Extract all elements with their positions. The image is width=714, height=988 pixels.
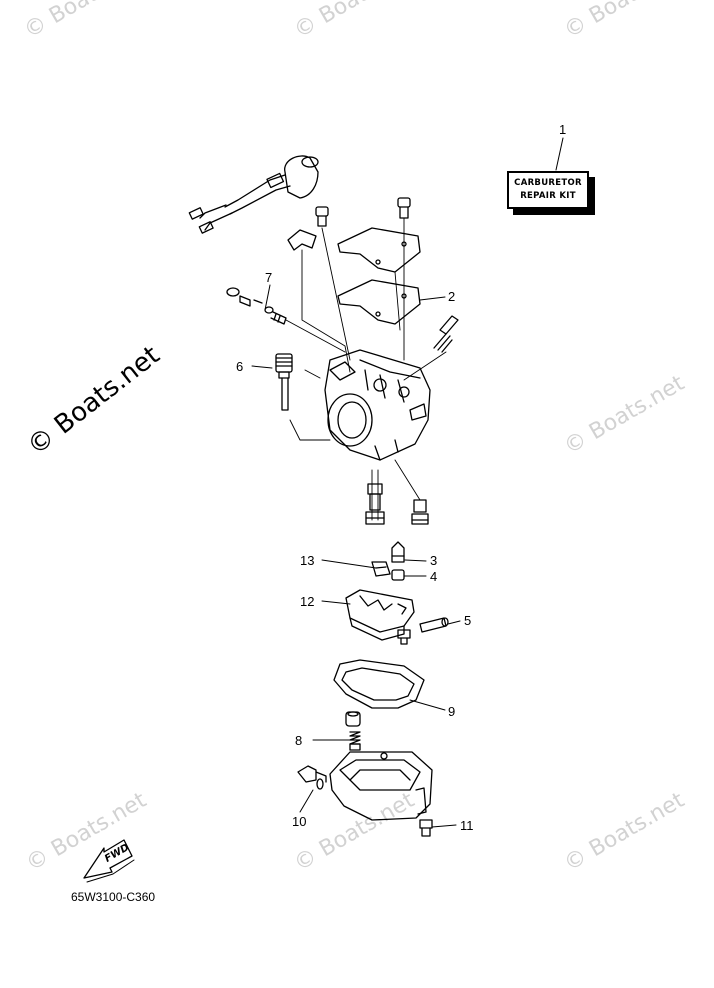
callout-5: 5 [464,613,472,628]
clip-icon [287,229,317,251]
float-icon [345,589,415,641]
fwd-arrow-icon [83,839,135,883]
kit-line-1: CARBURETOR [514,178,582,188]
needle-valve-icon [391,541,405,581]
fuel-connector-icon [188,155,319,234]
callout-1: 1 [559,122,567,137]
spring-icon [433,315,459,353]
callout-8: 8 [295,733,303,748]
carburetor-body-icon [324,349,431,461]
callout-11: 11 [460,818,474,833]
small-screw-icon [397,629,411,645]
float-gasket-icon [333,659,425,709]
nozzle-icon [365,459,429,525]
callout-9: 9 [448,704,456,719]
float-pin-icon [419,617,449,633]
collar-icon [345,711,361,727]
callout-3: 3 [430,553,438,568]
pilot-screw-icon [226,287,287,325]
callout-4: 4 [430,569,438,584]
leader-lines [251,137,564,828]
diagram-code: 65W3100-C360 [71,890,156,904]
jet-icon [275,353,293,411]
callout-13: 13 [300,553,315,568]
callout-12: 12 [300,594,315,609]
callout-6: 6 [236,359,244,374]
float-chamber-icon [329,751,433,821]
callout-10: 10 [292,814,307,829]
screw-icon [315,197,411,227]
gasket-icon [337,227,421,325]
kit-line-2: REPAIR KIT [520,191,576,201]
drain-spring-icon [349,731,361,751]
drain-screw-icon [297,765,327,790]
carburetor-repair-kit-tag: CARBURETOR REPAIR KIT [507,171,595,215]
callout-2: 2 [448,289,456,304]
clip-13-icon [371,561,391,577]
chamber-screw-icon [419,819,433,837]
callout-7: 7 [265,270,273,285]
assembly-lines [285,217,447,381]
